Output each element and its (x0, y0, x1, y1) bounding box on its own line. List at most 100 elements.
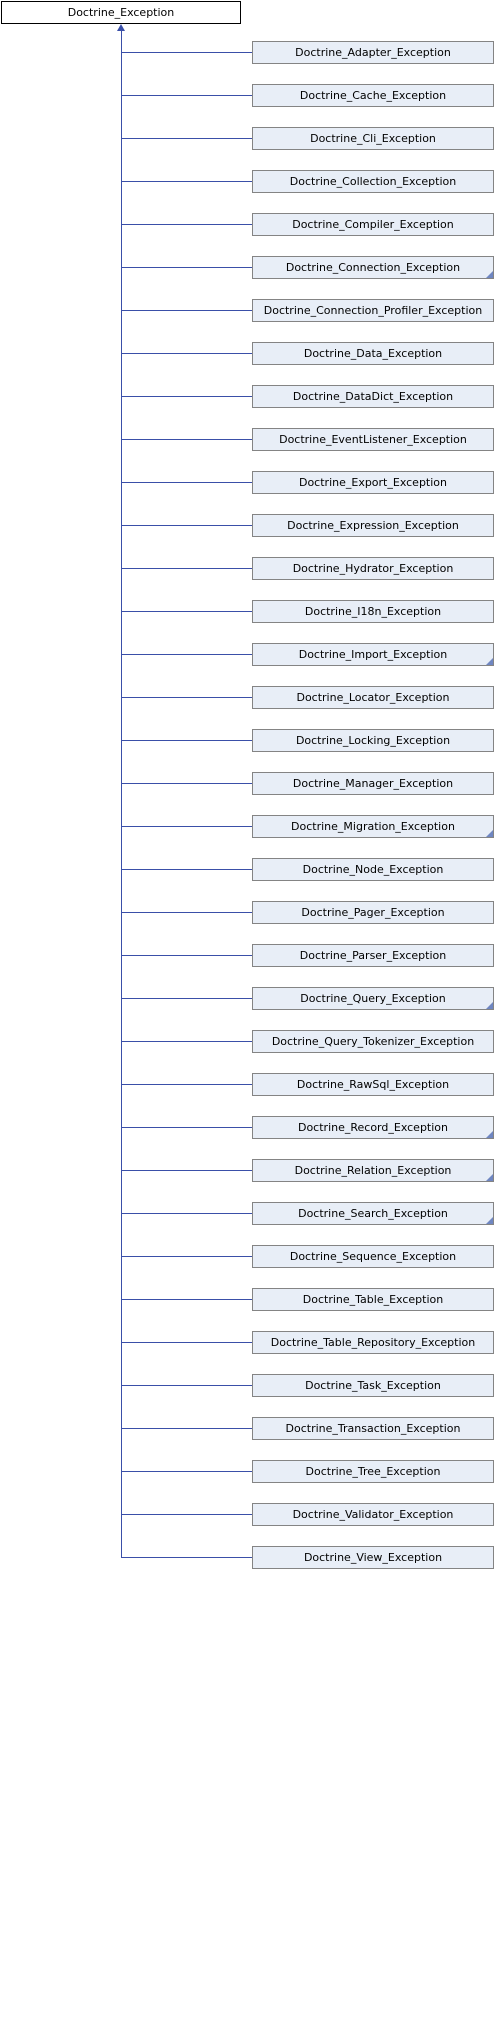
subclass-node[interactable]: Doctrine_Connection_Profiler_Exception (252, 299, 494, 322)
subclass-label: Doctrine_Pager_Exception (301, 906, 445, 919)
inheritance-connector (121, 740, 252, 741)
subclass-node[interactable]: Doctrine_Compiler_Exception (252, 213, 494, 236)
subclass-label: Doctrine_Import_Exception (298, 648, 448, 661)
inheritance-connector (121, 482, 252, 483)
subclass-node[interactable]: Doctrine_Validator_Exception (252, 1503, 494, 1526)
inheritance-connector (121, 1127, 252, 1128)
subclass-node[interactable]: Doctrine_Query_Tokenizer_Exception (252, 1030, 494, 1053)
subclass-node[interactable]: Doctrine_DataDict_Exception (252, 385, 494, 408)
subclass-node[interactable]: Doctrine_Query_Exception (252, 987, 494, 1010)
subclass-node[interactable]: Doctrine_Table_Exception (252, 1288, 494, 1311)
subclass-node[interactable]: Doctrine_Hydrator_Exception (252, 557, 494, 580)
inheritance-connector (121, 1299, 252, 1300)
subclass-node[interactable]: Doctrine_Record_Exception (252, 1116, 494, 1139)
subclass-node[interactable]: Doctrine_Pager_Exception (252, 901, 494, 924)
subclass-label: Doctrine_Relation_Exception (294, 1164, 452, 1177)
inheritance-connector (121, 52, 252, 53)
subclass-node[interactable]: Doctrine_Table_Repository_Exception (252, 1331, 494, 1354)
subclass-label: Doctrine_Adapter_Exception (295, 46, 451, 59)
has-subclasses-marker-icon (486, 658, 493, 665)
subclass-label: Doctrine_Locking_Exception (295, 734, 451, 747)
subclass-node[interactable]: Doctrine_Adapter_Exception (252, 41, 494, 64)
has-subclasses-marker-icon (486, 1131, 493, 1138)
subclass-label: Doctrine_Cache_Exception (299, 89, 447, 102)
subclass-label: Doctrine_Tree_Exception (305, 1465, 441, 1478)
subclass-label: Doctrine_Parser_Exception (299, 949, 447, 962)
subclass-node[interactable]: Doctrine_Locator_Exception (252, 686, 494, 709)
subclass-label: Doctrine_Table_Repository_Exception (270, 1336, 476, 1349)
has-subclasses-marker-icon (486, 1002, 493, 1009)
inheritance-connector (121, 95, 252, 96)
subclass-label: Doctrine_Query_Tokenizer_Exception (271, 1035, 475, 1048)
subclass-label: Doctrine_Hydrator_Exception (292, 562, 454, 575)
inheritance-connector (121, 1428, 252, 1429)
inheritance-connector (121, 181, 252, 182)
inheritance-connector (121, 224, 252, 225)
inheritance-connector (121, 1385, 252, 1386)
subclass-label: Doctrine_DataDict_Exception (292, 390, 454, 403)
root-class-node[interactable]: Doctrine_Exception (1, 1, 241, 24)
subclass-label: Doctrine_Record_Exception (297, 1121, 449, 1134)
subclass-node[interactable]: Doctrine_I18n_Exception (252, 600, 494, 623)
inheritance-connector (121, 654, 252, 655)
inheritance-connector (121, 568, 252, 569)
subclass-node[interactable]: Doctrine_Export_Exception (252, 471, 494, 494)
inheritance-connector (121, 1213, 252, 1214)
inheritance-connector (121, 1041, 252, 1042)
has-subclasses-marker-icon (486, 1174, 493, 1181)
inheritance-connector (121, 525, 252, 526)
subclass-label: Doctrine_RawSql_Exception (296, 1078, 450, 1091)
subclass-node[interactable]: Doctrine_Connection_Exception (252, 256, 494, 279)
inheritance-connector (121, 912, 252, 913)
inheritance-connector (121, 1256, 252, 1257)
subclass-label: Doctrine_Manager_Exception (292, 777, 454, 790)
subclass-label: Doctrine_Sequence_Exception (289, 1250, 457, 1263)
subclass-node[interactable]: Doctrine_Transaction_Exception (252, 1417, 494, 1440)
subclass-node[interactable]: Doctrine_Task_Exception (252, 1374, 494, 1397)
inheritance-connector (121, 826, 252, 827)
subclass-label: Doctrine_Connection_Profiler_Exception (263, 304, 483, 317)
subclass-node[interactable]: Doctrine_Relation_Exception (252, 1159, 494, 1182)
inheritance-connector (121, 439, 252, 440)
subclass-node[interactable]: Doctrine_View_Exception (252, 1546, 494, 1569)
subclass-label: Doctrine_Transaction_Exception (285, 1422, 461, 1435)
inheritance-connector (121, 1557, 252, 1558)
subclass-label: Doctrine_View_Exception (303, 1551, 443, 1564)
has-subclasses-marker-icon (486, 830, 493, 837)
subclass-node[interactable]: Doctrine_Import_Exception (252, 643, 494, 666)
subclass-node[interactable]: Doctrine_Migration_Exception (252, 815, 494, 838)
subclass-node[interactable]: Doctrine_Sequence_Exception (252, 1245, 494, 1268)
subclass-label: Doctrine_I18n_Exception (304, 605, 442, 618)
inheritance-connector (121, 869, 252, 870)
inheritance-arrowhead (117, 24, 125, 31)
subclass-node[interactable]: Doctrine_Manager_Exception (252, 772, 494, 795)
subclass-label: Doctrine_Table_Exception (302, 1293, 444, 1306)
root-class-label: Doctrine_Exception (67, 6, 175, 19)
has-subclasses-marker-icon (486, 271, 493, 278)
inheritance-connector (121, 396, 252, 397)
subclass-label: Doctrine_EventListener_Exception (279, 433, 467, 446)
subclass-label: Doctrine_Query_Exception (300, 992, 446, 1005)
subclass-node[interactable]: Doctrine_Parser_Exception (252, 944, 494, 967)
subclass-node[interactable]: Doctrine_Collection_Exception (252, 170, 494, 193)
subclass-node[interactable]: Doctrine_Tree_Exception (252, 1460, 494, 1483)
subclass-node[interactable]: Doctrine_Data_Exception (252, 342, 494, 365)
subclass-node[interactable]: Doctrine_Locking_Exception (252, 729, 494, 752)
subclass-label: Doctrine_Export_Exception (298, 476, 448, 489)
subclass-node[interactable]: Doctrine_EventListener_Exception (252, 428, 494, 451)
subclass-node[interactable]: Doctrine_RawSql_Exception (252, 1073, 494, 1096)
inheritance-connector (121, 1342, 252, 1343)
inheritance-connector (121, 1170, 252, 1171)
subclass-node[interactable]: Doctrine_Cache_Exception (252, 84, 494, 107)
subclass-label: Doctrine_Migration_Exception (291, 820, 455, 833)
inheritance-trunk-line (121, 30, 122, 1558)
subclass-node[interactable]: Doctrine_Expression_Exception (252, 514, 494, 537)
inheritance-connector (121, 310, 252, 311)
subclass-node[interactable]: Doctrine_Node_Exception (252, 858, 494, 881)
inheritance-connector (121, 955, 252, 956)
subclass-label: Doctrine_Compiler_Exception (292, 218, 454, 231)
subclass-label: Doctrine_Cli_Exception (310, 132, 436, 145)
subclass-node[interactable]: Doctrine_Cli_Exception (252, 127, 494, 150)
subclass-node[interactable]: Doctrine_Search_Exception (252, 1202, 494, 1225)
